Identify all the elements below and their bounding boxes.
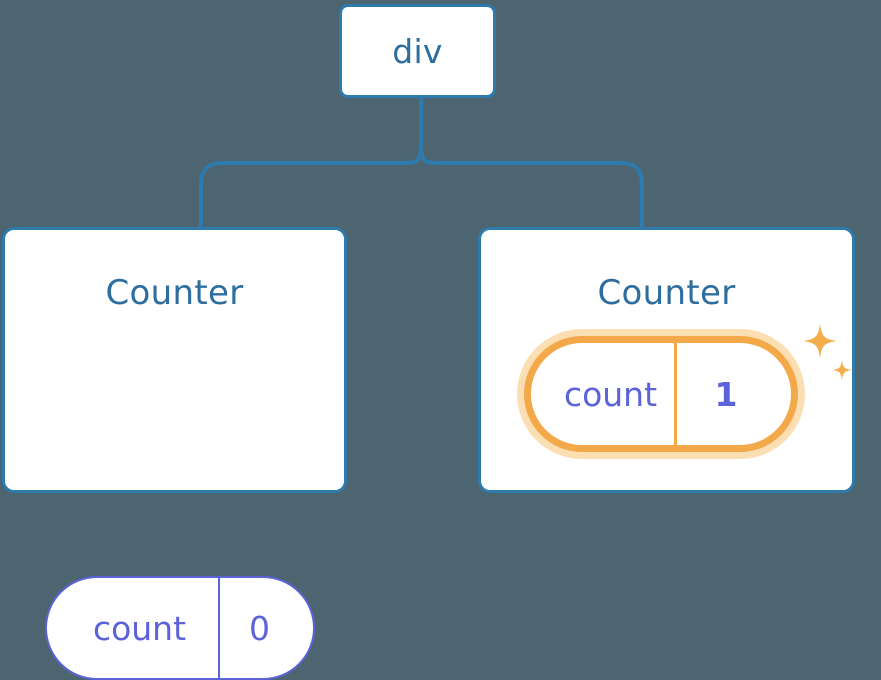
sparkle-group: [803, 324, 852, 380]
state-pill-highlight-glow: count 1: [517, 329, 805, 459]
node-counter-left[interactable]: Counter count 0: [2, 227, 347, 680]
state-pill-highlight-ring: count 1: [524, 336, 798, 452]
state-value-left: 0: [249, 608, 270, 648]
node-counter-left-label: Counter: [105, 273, 244, 313]
diagram-canvas: div Counter count 0 Counter count 1: [2, 4, 855, 680]
sparkle-small-icon: [832, 360, 852, 380]
node-root-label: div: [392, 31, 443, 71]
state-value-right: 1: [714, 374, 738, 414]
state-pill-count-left[interactable]: count 0: [45, 576, 315, 680]
node-counter-right-label: Counter: [597, 273, 736, 313]
state-pill-count-right[interactable]: count 1: [531, 343, 791, 445]
state-key-right: count: [531, 343, 677, 445]
state-key-left: count: [47, 578, 220, 678]
sparkle-large-icon: [803, 324, 837, 358]
node-root-div[interactable]: div: [339, 4, 496, 98]
